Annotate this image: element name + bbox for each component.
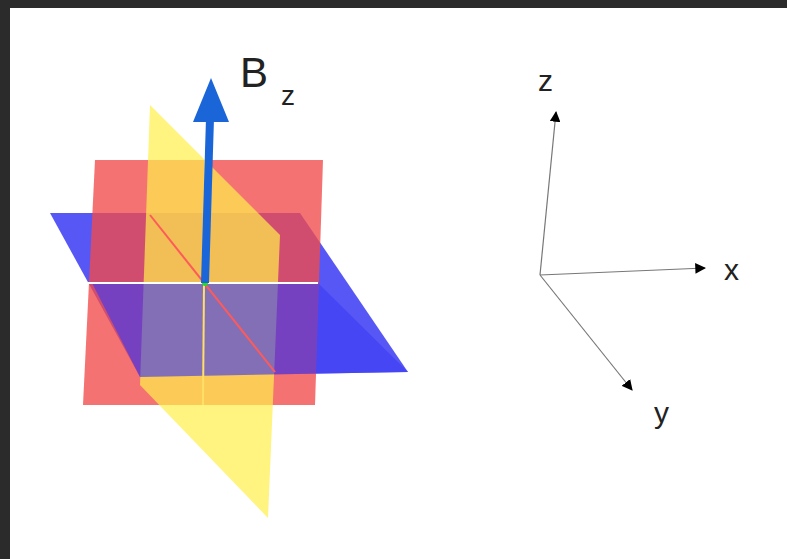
field-arrow xyxy=(205,118,210,283)
frame-bar xyxy=(0,0,10,559)
axis-label: y xyxy=(654,398,669,428)
intersection-line xyxy=(150,215,275,372)
field-symbol: B xyxy=(240,52,268,94)
xy-plane-front xyxy=(92,283,408,377)
field-subscript: z xyxy=(281,82,295,110)
axis-label: z xyxy=(538,66,553,96)
x-axis xyxy=(540,268,705,275)
y-axis xyxy=(540,275,632,390)
axis-label: x xyxy=(724,255,739,285)
frame-bar xyxy=(0,0,787,8)
field-arrowhead xyxy=(193,78,229,122)
z-axis xyxy=(540,112,556,275)
